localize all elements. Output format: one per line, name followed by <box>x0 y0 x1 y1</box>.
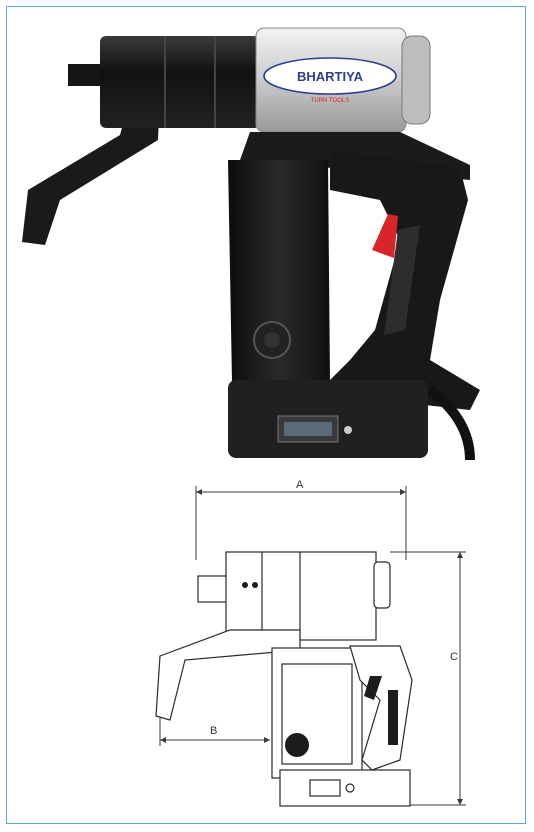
square-drive <box>68 64 106 86</box>
trigger <box>372 214 398 258</box>
brand-name: BHARTIYA <box>297 69 364 84</box>
end-cap <box>401 35 431 125</box>
brand-tagline: TURN TOOLS <box>311 98 349 104</box>
product-photo: BHARTIYA TURN TOOLS <box>22 27 480 461</box>
power-cable <box>426 386 475 461</box>
brand-badge <box>263 57 397 95</box>
gear-cylinder <box>100 36 260 128</box>
motor-body <box>228 160 330 382</box>
mode-button <box>344 426 352 434</box>
image-frame <box>6 6 526 824</box>
reaction-arm <box>22 92 160 245</box>
